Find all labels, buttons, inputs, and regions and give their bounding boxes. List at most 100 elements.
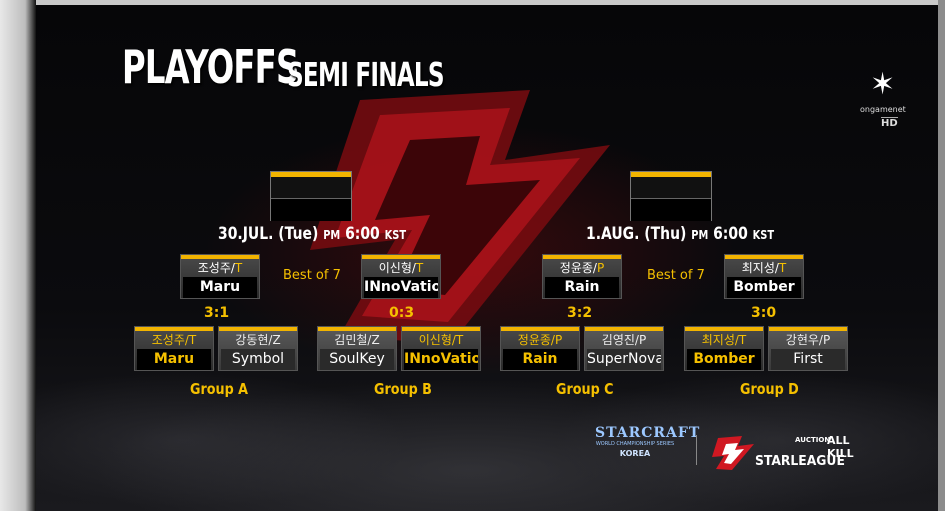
- card-stripe: [725, 255, 803, 259]
- ongamenet-star-icon: ✶: [870, 67, 896, 102]
- player-race: T: [188, 333, 197, 347]
- frame-right: [938, 0, 945, 511]
- title-sub: SEMI FINALS: [287, 55, 445, 94]
- date-pm: PM: [691, 228, 709, 242]
- title-main: PLAYOFFS: [122, 40, 299, 94]
- player-id: Rain: [503, 349, 577, 370]
- frame-left: [0, 0, 36, 511]
- player-korean-name: 최지성/T: [725, 259, 803, 277]
- semifinal-player-card: 정윤종/P Rain: [542, 254, 622, 299]
- starleague-logo: AUCTION ALL KILL STARLEAGUE: [712, 434, 872, 474]
- player-korean-name: 강동현/Z: [219, 331, 297, 349]
- player-race: T: [738, 333, 747, 347]
- player-race: Z: [272, 333, 281, 347]
- player-id: Bomber: [727, 277, 801, 298]
- logo-divider: [696, 435, 697, 465]
- player-ko: 조성주/: [151, 333, 189, 347]
- player-id: Symbol: [221, 349, 295, 370]
- group-b-score: 0:3: [389, 305, 415, 321]
- card-stripe: [181, 255, 259, 259]
- hd-badge: HD: [881, 117, 898, 129]
- player-korean-name: 김영진/P: [585, 331, 663, 349]
- group-d-score: 3:0: [751, 305, 777, 321]
- group-a-score: 3:1: [204, 305, 230, 321]
- player-race: P: [596, 261, 605, 275]
- semifinal-player-card: 이신형/T INnoVation: [361, 254, 441, 299]
- final-slot-2: [630, 171, 712, 221]
- player-ko: 조성주/: [197, 261, 235, 275]
- player-korean-name: 김민철/Z: [318, 331, 396, 349]
- card-stripe: [135, 327, 213, 331]
- final-slot-lower: [631, 198, 711, 221]
- semifinal-player-card: 조성주/T Maru: [180, 254, 260, 299]
- player-ko: 이신형/: [378, 261, 416, 275]
- player-race: P: [638, 333, 647, 347]
- starleague-label: STARLEAGUE: [755, 454, 845, 469]
- card-stripe: [362, 255, 440, 259]
- match-date-1: 30.JUL. (Tue) PM 6:00 KST: [218, 224, 406, 244]
- date-day: 30.JUL.: [218, 224, 274, 244]
- player-id: INnoVation: [364, 277, 438, 298]
- date-tz: KST: [384, 228, 407, 242]
- player-korean-name: 이신형/T: [362, 259, 440, 277]
- group-c-label: Group C: [556, 380, 614, 398]
- group-player-card: 강동현/Z Symbol: [218, 326, 298, 371]
- group-b-label: Group B: [374, 380, 432, 398]
- starcraft-logo: STARCRAFT WORLD CHAMPIONSHIP SERIES KORE…: [595, 425, 701, 471]
- player-id: Bomber: [687, 349, 761, 370]
- final-slot-stripe: [271, 172, 351, 177]
- card-stripe: [769, 327, 847, 331]
- player-ko: 강현우/: [785, 333, 823, 347]
- player-ko: 최지성/: [701, 333, 739, 347]
- player-race: T: [234, 261, 243, 275]
- group-player-card: 조성주/T Maru: [134, 326, 214, 371]
- card-stripe: [543, 255, 621, 259]
- date-pm: PM: [323, 228, 341, 242]
- player-id: SuperNova: [587, 349, 661, 370]
- starleague-mark-icon: [712, 436, 754, 470]
- player-id: Maru: [137, 349, 211, 370]
- group-player-card: 정윤종/P Rain: [500, 326, 580, 371]
- card-stripe: [402, 327, 480, 331]
- card-stripe: [585, 327, 663, 331]
- card-stripe: [501, 327, 579, 331]
- player-race: T: [455, 333, 464, 347]
- broadcaster-name: ongamenet: [860, 105, 906, 114]
- player-korean-name: 정윤종/P: [501, 331, 579, 349]
- frame-top: [0, 0, 945, 5]
- date-day: 1.AUG.: [586, 224, 640, 244]
- group-a-label: Group A: [190, 380, 249, 398]
- player-id: INnoVation: [404, 349, 478, 370]
- auction-label: AUCTION: [795, 436, 831, 444]
- date-time: 6:00: [713, 224, 748, 244]
- player-race: P: [554, 333, 563, 347]
- card-stripe: [219, 327, 297, 331]
- final-slot-stripe: [631, 172, 711, 177]
- player-korean-name: 최지성/T: [685, 331, 763, 349]
- player-ko: 김민철/: [334, 333, 372, 347]
- player-korean-name: 이신형/T: [402, 331, 480, 349]
- group-d-label: Group D: [740, 380, 799, 398]
- group-player-card: 김민철/Z SoulKey: [317, 326, 397, 371]
- player-id: Maru: [183, 277, 257, 298]
- player-ko: 최지성/: [741, 261, 779, 275]
- player-ko: 김영진/: [601, 333, 639, 347]
- date-weekday: (Thu): [644, 224, 687, 244]
- final-slot-lower: [271, 198, 351, 221]
- group-player-card: 최지성/T Bomber: [684, 326, 764, 371]
- card-stripe: [685, 327, 763, 331]
- player-korean-name: 조성주/T: [135, 331, 213, 349]
- group-c-score: 3:2: [567, 305, 593, 321]
- starcraft-logo-text: STARCRAFT: [595, 425, 701, 441]
- group-player-card: 이신형/T INnoVation: [401, 326, 481, 371]
- date-tz: KST: [752, 228, 775, 242]
- date-weekday: (Tue): [278, 224, 319, 244]
- player-race: T: [415, 261, 424, 275]
- player-ko: 이신형/: [418, 333, 456, 347]
- player-korean-name: 정윤종/P: [543, 259, 621, 277]
- player-korean-name: 조성주/T: [181, 259, 259, 277]
- semifinal-player-card: 최지성/T Bomber: [724, 254, 804, 299]
- group-player-card: 김영진/P SuperNova: [584, 326, 664, 371]
- player-race: P: [822, 333, 831, 347]
